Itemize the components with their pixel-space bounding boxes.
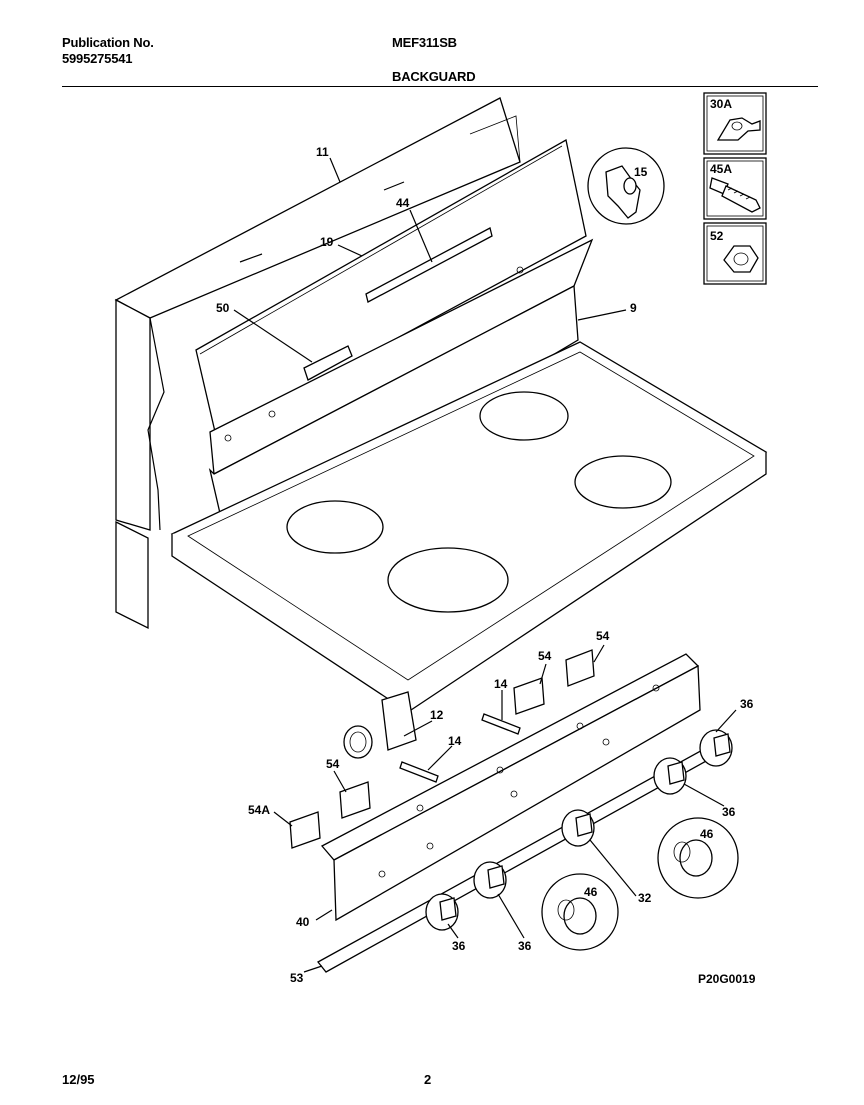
- leader-lines: [233, 157, 737, 973]
- callout-label-36-mid-right: 36: [722, 805, 736, 819]
- callout-label-36-mid-left: 36: [518, 939, 532, 953]
- callout-label-44: 44: [396, 196, 410, 210]
- cooktop-surface: [170, 341, 768, 713]
- callout-label-53: 53: [290, 971, 304, 985]
- callout-label-40: 40: [296, 915, 310, 929]
- switch-54-a: [565, 649, 595, 687]
- callout-label-36-right: 36: [740, 697, 754, 711]
- callout-labels: 11 44 19 50 9 54 54 14 12 14 54 54A 36 3…: [216, 145, 756, 986]
- callout-label-12: 12: [430, 708, 444, 722]
- callout-label-46-left: 46: [584, 885, 598, 899]
- switch-54-b: [513, 677, 545, 715]
- callout-circle-46-right: [657, 817, 739, 899]
- inset-label-45a: 45A: [710, 162, 732, 176]
- control-knob-36-mid-left: [473, 861, 507, 899]
- inset-label-30a: 30A: [710, 97, 732, 111]
- burner-ring-left-rear: [286, 500, 384, 554]
- thermostat-12: [343, 691, 417, 759]
- control-panel-40: [320, 653, 701, 922]
- inset-label-52: 52: [710, 229, 724, 243]
- inset-box-45a: 45A: [703, 157, 767, 220]
- callout-label-11: 11: [316, 145, 329, 159]
- callout-label-54-upper: 54: [538, 649, 552, 663]
- callout-label-50: 50: [216, 301, 230, 315]
- callout-label-14-lower: 14: [448, 734, 462, 748]
- callout-label-36-left: 36: [452, 939, 466, 953]
- callout-label-54a: 54A: [248, 803, 270, 817]
- callout-label-54-lower: 54: [326, 757, 340, 771]
- callout-label-32: 32: [638, 891, 652, 905]
- callout-label-14-upper: 14: [494, 677, 508, 691]
- callout-circle-46-left: [541, 873, 619, 951]
- callout-circle-15: 15: [587, 147, 665, 225]
- control-knob-32-center: [561, 809, 595, 847]
- burner-ring-right-rear: [479, 391, 569, 441]
- switch-54-c: [339, 781, 371, 819]
- side-trim: [115, 520, 149, 630]
- footer-date: 12/95: [62, 1072, 95, 1087]
- callout-label-46-right: 46: [700, 827, 714, 841]
- model-number: MEF311SB: [392, 35, 457, 50]
- clip-50: [303, 345, 353, 381]
- callout-label-9: 9: [630, 301, 637, 315]
- publication-label: Publication No.: [62, 35, 154, 50]
- burner-ring-right-front: [574, 455, 672, 509]
- control-knob-36-right: [699, 729, 733, 767]
- section-title: BACKGUARD: [392, 69, 476, 84]
- inset-box-30a: 30A: [703, 92, 767, 155]
- inset-box-52: 52: [703, 222, 767, 285]
- drawing-id: P20G0019: [698, 972, 756, 986]
- callout-label-19: 19: [320, 235, 334, 249]
- switch-54a: [289, 811, 321, 849]
- control-knob-36-mid-right: [653, 757, 687, 795]
- burner-ring-left-front: [387, 547, 509, 613]
- callout-label-54-top: 54: [596, 629, 610, 643]
- publication-number: 5995275541: [62, 51, 133, 66]
- header-divider: [62, 86, 818, 87]
- backguard-panel-11: [114, 97, 521, 531]
- footer-page-number: 2: [424, 1072, 432, 1087]
- callout-label-15: 15: [634, 165, 648, 179]
- control-knob-36-left: [425, 893, 459, 931]
- probe-14-b: [399, 761, 439, 783]
- trim-handle-44: [365, 227, 493, 303]
- probe-14-a: [481, 713, 521, 735]
